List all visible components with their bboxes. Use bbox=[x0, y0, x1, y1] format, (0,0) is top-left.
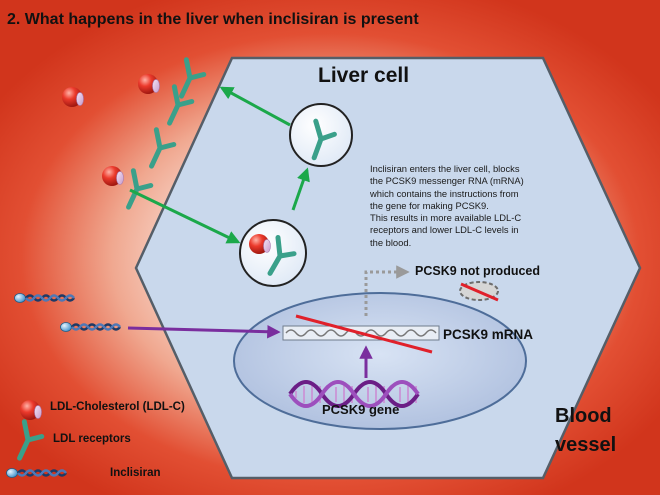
legend-inclisiran-icon bbox=[5, 467, 68, 479]
description-line: the blood. bbox=[370, 236, 412, 248]
blood-vessel-line: Blood bbox=[555, 405, 612, 427]
arrow-not-produced bbox=[364, 265, 410, 316]
blood-vessel-label: Blood vessel bbox=[555, 402, 616, 460]
arrow-inclisiran-to-mrna bbox=[127, 324, 281, 339]
pcsk9-cross-out bbox=[460, 282, 499, 302]
blood-vessel-line: vessel bbox=[555, 434, 617, 456]
pcsk9-gene-label: PCSK9 gene bbox=[322, 402, 400, 417]
page-title: 2. What happens in the liver when inclis… bbox=[7, 11, 419, 28]
arrow-receptor-to-vesicle bbox=[129, 188, 241, 244]
description-line: Inclisiran enters the liver cell, blocks bbox=[370, 163, 520, 174]
pcsk9-gene-dna-icon bbox=[288, 380, 420, 408]
arrow-vesicle-to-membrane bbox=[219, 86, 291, 127]
ldl-particle-icon bbox=[137, 73, 160, 95]
legend-inclisiran-label: Inclisiran bbox=[110, 467, 161, 479]
description-line: receptors and lower LDL-C levels in bbox=[370, 224, 519, 236]
description-line: This results in more available LDL-C bbox=[370, 212, 522, 224]
description-text: Inclisiran enters the liver cell, blocks… bbox=[370, 163, 550, 249]
mrna-cross-out bbox=[295, 314, 433, 354]
description-line: the gene for making PCSK9. bbox=[370, 199, 489, 211]
pcsk9-not-produced-label: PCSK9 not produced bbox=[415, 264, 541, 278]
membrane-receptor-icon bbox=[160, 87, 195, 128]
legend-ldl-icon bbox=[19, 399, 42, 421]
description-line: which contains the instructions from bbox=[370, 187, 519, 199]
legend-receptor-icon bbox=[10, 422, 45, 463]
legend-ldl-label: LDL-Cholesterol (LDL-C) bbox=[50, 401, 185, 413]
membrane-receptor-icon bbox=[142, 130, 177, 171]
mrna-wave bbox=[285, 329, 437, 337]
pcsk9-mrna-label: PCSK9 mRNA bbox=[443, 327, 534, 342]
inclisiran-molecule-icon bbox=[59, 321, 122, 333]
inclisiran-molecule-icon bbox=[13, 292, 76, 304]
liver-cell-label: Liver cell bbox=[318, 64, 410, 87]
arrow-vesicle-up bbox=[291, 167, 310, 211]
description-line: the PCSK9 messenger RNA (mRNA) bbox=[370, 175, 524, 187]
ldl-particle-icon bbox=[101, 165, 124, 187]
ldl-particle-icon bbox=[61, 86, 84, 108]
legend-receptors-label: LDL receptors bbox=[53, 433, 131, 445]
